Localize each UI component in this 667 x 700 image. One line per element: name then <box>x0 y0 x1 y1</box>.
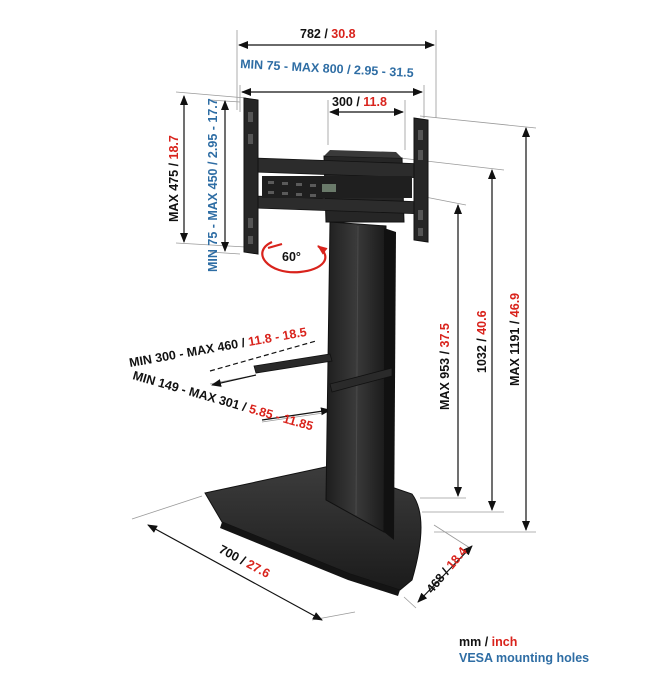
vesa-legend-line: VESA mounting holes <box>459 651 590 665</box>
shelf-lower-dimension-line <box>211 374 257 387</box>
units-legend: mm / inch VESA mounting holes <box>459 634 589 666</box>
shelf-lower-dimension-line-2 <box>261 407 331 421</box>
shelf-lower-label: MIN 149 - MAX 301 / 5.85 - 11.85 <box>131 368 315 433</box>
base-depth-dimension-line <box>417 545 473 603</box>
vesa-width-label: MIN 75 - MAX 800 / 2.95 - 31.5 <box>240 57 414 80</box>
overall-width-label: 782 / 30.8 <box>300 27 356 41</box>
vesa-bracket-right <box>413 117 429 243</box>
rotation-indicator: 60° <box>261 240 328 274</box>
units-legend-line: mm / inch <box>459 635 518 649</box>
max-height-label: MAX 475 / 18.7 <box>167 135 181 222</box>
height-mid-label: 1032 / 40.6 <box>475 310 489 373</box>
vesa-bracket-left <box>243 97 259 255</box>
tv-stand-product <box>204 97 429 596</box>
dimension-lines <box>147 41 530 621</box>
bracket-spacing-label: 300 / 11.8 <box>332 95 387 109</box>
shelf-arm-rear <box>329 367 393 393</box>
shelf-upper-dimension-line <box>209 340 317 372</box>
vesa-height-label: MIN 75 - MAX 450 / 2.95 - 17.7 <box>206 98 220 272</box>
base-depth-label: 468 / 18.4 <box>424 544 471 596</box>
shelf-arm-front <box>253 353 333 374</box>
base-width-dimension-line <box>147 524 323 621</box>
base-width-label: 700 / 27.6 <box>217 542 273 580</box>
height-min-label: MAX 953 / 37.5 <box>438 323 452 410</box>
rotation-label: 60° <box>282 250 301 264</box>
height-max-label: MAX 1191 / 46.9 <box>508 293 522 386</box>
